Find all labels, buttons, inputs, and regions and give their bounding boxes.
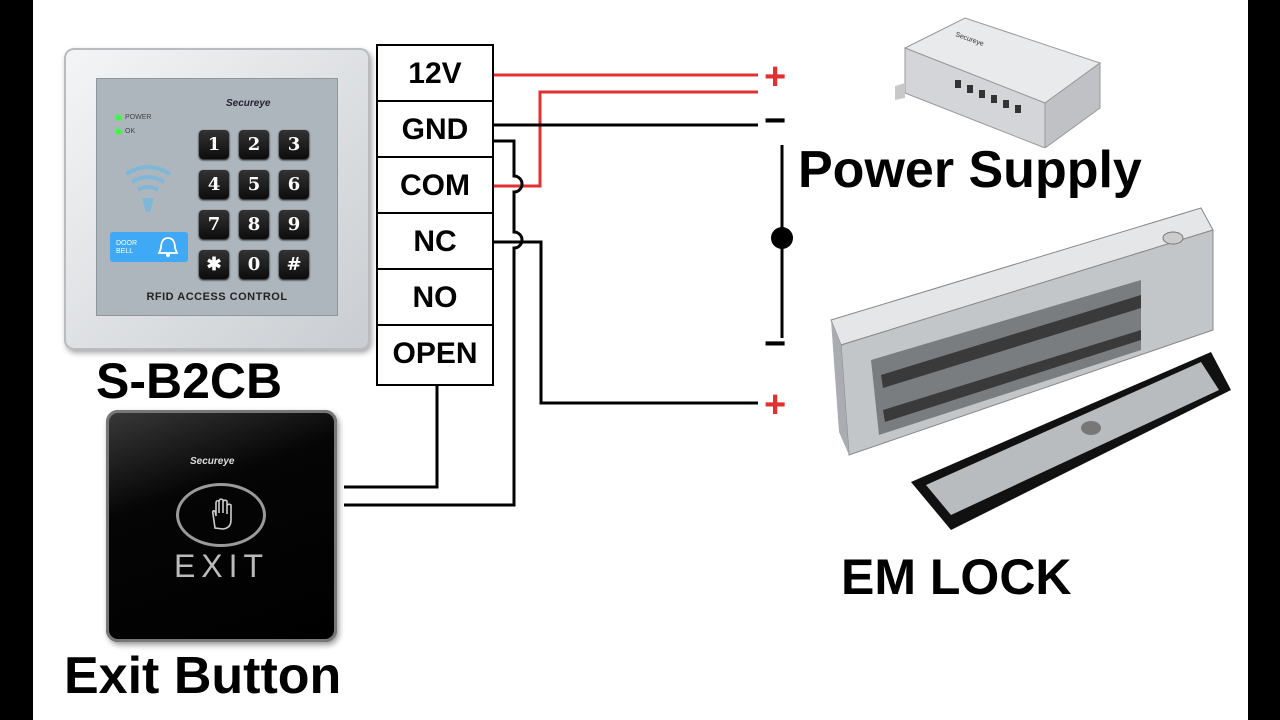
terminal-nc: NC	[378, 214, 492, 270]
key-0: 0	[239, 250, 269, 279]
key-6: 6	[279, 170, 309, 199]
lock-minus-marker: −	[764, 323, 787, 365]
terminal-com: COM	[378, 158, 492, 214]
power-supply-image: Secureye	[895, 17, 1102, 148]
exit-brand: Secureye	[190, 456, 235, 467]
key-2: 2	[239, 130, 269, 159]
em-lock-label: EM LOCK	[841, 549, 1072, 605]
hand-icon	[211, 498, 232, 530]
key-1: 1	[199, 130, 229, 159]
key-star: ✱	[199, 250, 229, 279]
terminal-open: OPEN	[392, 337, 478, 370]
lock-plus-marker: +	[764, 384, 787, 426]
terminal-block: 12V GND COM NC NO OPEN	[376, 44, 494, 386]
doorbell-button: DOOR BELL	[110, 232, 188, 262]
rfid-keypad: POWER OK Secureye DOOR BELL 1 2 3 4	[64, 48, 370, 350]
rfid-wave-icon	[124, 165, 172, 212]
exit-button-label: Exit Button	[64, 647, 342, 705]
key-4: 4	[199, 170, 229, 199]
psu-plus-marker-1: +	[764, 56, 787, 98]
power-supply-label: Power Supply	[798, 141, 1142, 199]
em-lock-image	[830, 207, 1231, 530]
wire-com-psu-plus	[494, 90, 758, 188]
key-5: 5	[239, 170, 269, 199]
exit-button-device: Secureye EXIT	[106, 410, 337, 642]
terminal-gnd: GND	[378, 102, 492, 158]
wire-gnd-exit	[344, 139, 524, 507]
exit-text: EXIT	[173, 548, 270, 584]
key-8: 8	[239, 210, 269, 239]
keypad-keys: 1 2 3 4 5 6 7 8 9 ✱ 0 #	[199, 130, 309, 279]
psu-minus-marker: −	[764, 100, 787, 142]
wire-nc-lock-plus	[494, 240, 758, 405]
bell-icon	[157, 237, 179, 257]
key-3: 3	[279, 130, 309, 159]
key-9: 9	[279, 210, 309, 239]
junction-dot	[771, 227, 793, 249]
wiring	[344, 73, 793, 507]
wire-open-exit	[344, 386, 439, 489]
exit-ring	[176, 483, 266, 547]
power-led: POWER	[116, 114, 151, 121]
key-7: 7	[199, 210, 229, 239]
keypad-footer-label: RFID ACCESS CONTROL	[146, 291, 288, 303]
key-hash: #	[279, 250, 309, 279]
ok-led: OK	[116, 128, 135, 135]
terminal-no: NO	[378, 270, 492, 326]
terminal-12v: 12V	[378, 46, 492, 102]
keypad-model-label: S-B2CB	[96, 353, 283, 409]
keypad-face: POWER OK Secureye DOOR BELL 1 2 3 4	[96, 78, 338, 316]
wiring-diagram: POWER OK Secureye DOOR BELL 1 2 3 4	[33, 0, 1248, 720]
keypad-brand: Secureye	[226, 98, 271, 109]
doorbell-label: DOOR BELL	[116, 240, 137, 255]
